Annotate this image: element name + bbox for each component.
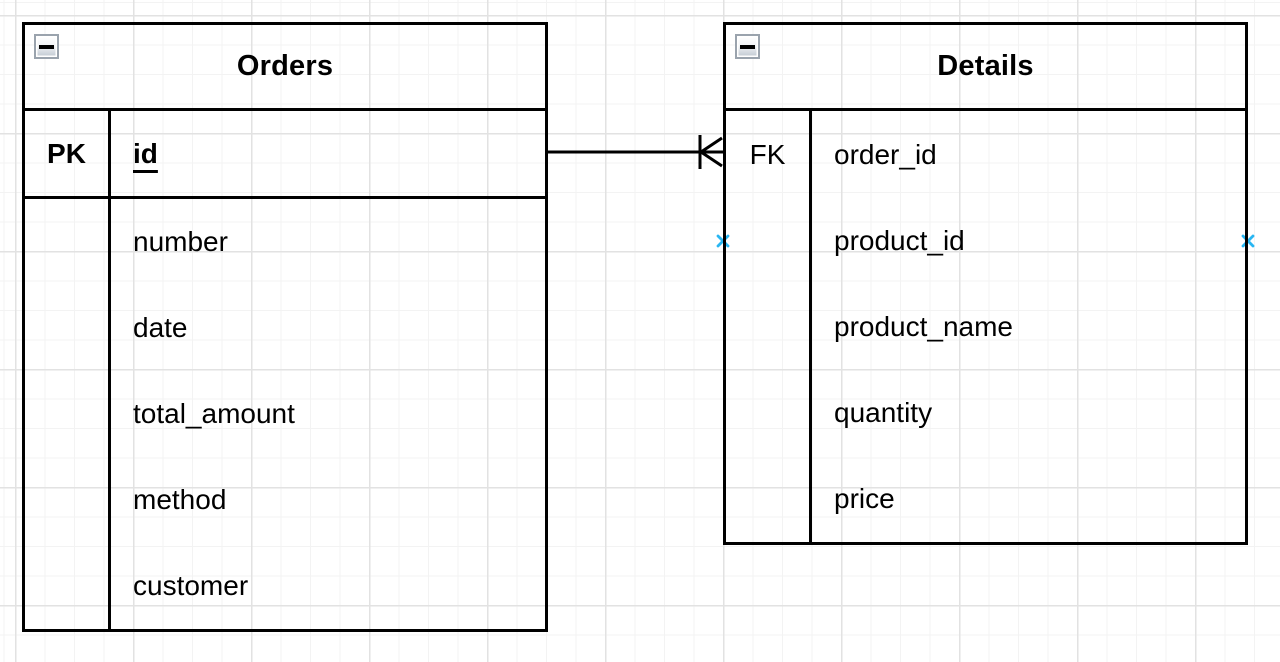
key-column-cell <box>25 285 111 371</box>
table-header[interactable]: Details <box>726 25 1245 111</box>
entity-table-details[interactable]: Details FK order_id product_id product_na… <box>723 22 1248 545</box>
key-field-name: order_id <box>834 138 937 170</box>
key-column-cell <box>726 370 812 456</box>
key-column-cell <box>25 199 111 285</box>
field-name: number <box>133 226 228 257</box>
table-title: Orders <box>236 50 334 82</box>
primary-key-row[interactable]: PK id <box>25 111 545 199</box>
minus-icon <box>39 44 54 49</box>
minus-icon <box>740 44 755 49</box>
table-title: Details <box>937 50 1034 82</box>
field-row[interactable]: customer <box>25 543 545 629</box>
field-rows: product_id product_name quantity price <box>726 198 1245 542</box>
field-name: price <box>834 483 895 514</box>
key-column-cell <box>25 457 111 543</box>
field-name: date <box>133 312 188 343</box>
key-column-cell <box>726 456 812 542</box>
foreign-key-row[interactable]: FK order_id <box>726 111 1245 198</box>
key-column-cell <box>726 284 812 370</box>
key-field-name: id <box>133 137 158 169</box>
field-name: product_id <box>834 225 965 256</box>
field-name: customer <box>133 570 249 601</box>
collapse-button[interactable] <box>735 34 760 59</box>
crow-foot-many-icon <box>700 136 723 168</box>
field-name: product_name <box>834 311 1014 342</box>
key-column-cell <box>726 198 812 284</box>
relationship-edge-orders-details[interactable] <box>548 135 723 169</box>
key-label: FK <box>726 111 812 198</box>
field-name: method <box>133 484 227 515</box>
field-row[interactable]: method <box>25 457 545 543</box>
field-row[interactable]: total_amount <box>25 371 545 457</box>
table-header[interactable]: Orders <box>25 25 545 111</box>
field-row[interactable]: number <box>25 199 545 285</box>
field-row[interactable]: date <box>25 285 545 371</box>
collapse-button[interactable] <box>34 34 59 59</box>
field-row[interactable]: product_id <box>726 198 1245 284</box>
key-column-cell <box>25 371 111 457</box>
key-column-cell <box>25 543 111 629</box>
field-row[interactable]: product_name <box>726 284 1245 370</box>
field-name: total_amount <box>133 398 295 429</box>
field-name: quantity <box>834 397 933 428</box>
key-label: PK <box>25 111 111 196</box>
field-row[interactable]: price <box>726 456 1245 542</box>
field-row[interactable]: quantity <box>726 370 1245 456</box>
